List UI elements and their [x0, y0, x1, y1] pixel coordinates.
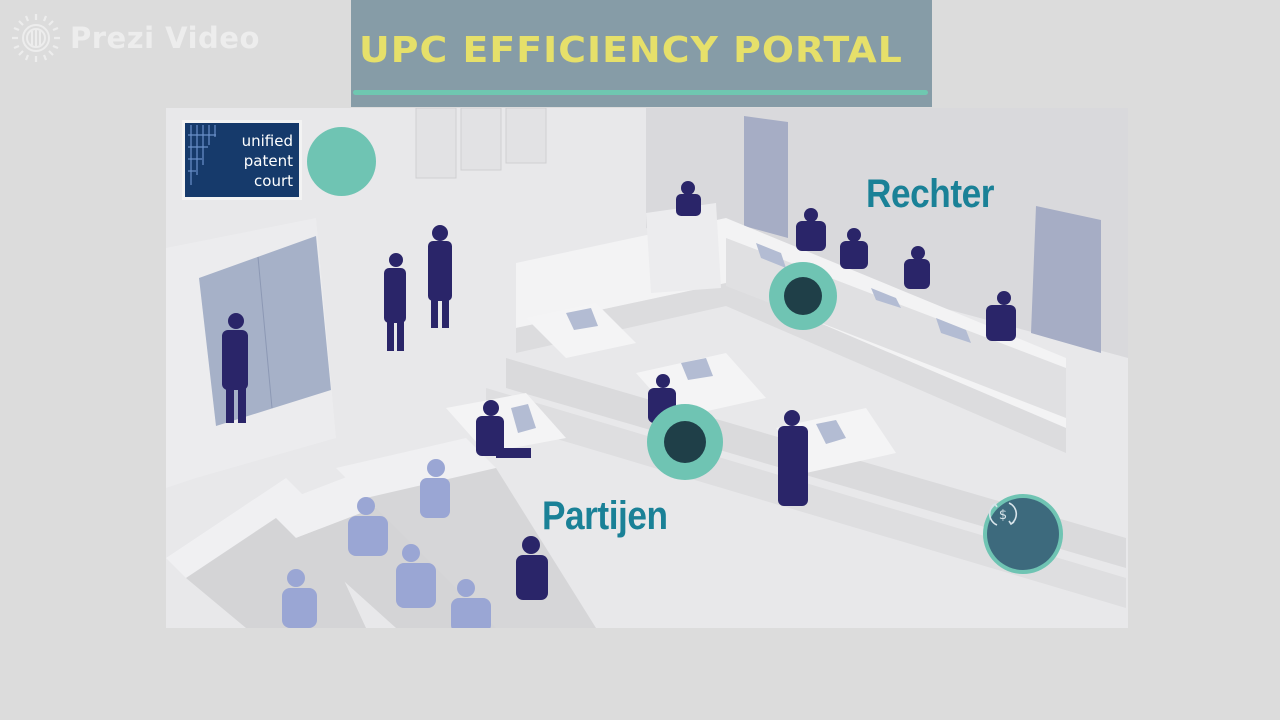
- title-underline: [353, 90, 928, 95]
- page-title: UPC EFFICIENCY PORTAL: [359, 30, 903, 71]
- prezi-video-watermark: Prezi Video: [10, 12, 260, 64]
- teal-circle-decoration: [307, 127, 376, 196]
- upc-logo: unified patent court: [182, 120, 302, 200]
- hotspot-core: [784, 277, 822, 315]
- courtroom-scene: unified patent court Rechter Partijen $: [166, 108, 1128, 628]
- hotspot-core: [664, 421, 706, 463]
- prezi-logo-icon: [12, 14, 60, 62]
- parties-label: Partijen: [542, 494, 668, 538]
- money-exchange-button-core: $: [987, 498, 1059, 570]
- parties-hotspot[interactable]: [647, 404, 723, 480]
- judges-hotspot[interactable]: [769, 262, 837, 330]
- upc-logo-line: court: [254, 172, 293, 190]
- money-exchange-icon: $: [988, 502, 1018, 526]
- watermark-text: Prezi Video: [70, 21, 260, 55]
- upc-logo-line: unified: [241, 132, 293, 150]
- upc-logo-line: patent: [243, 152, 293, 170]
- upc-logo-text: unified patent court: [242, 131, 293, 191]
- title-banner: UPC EFFICIENCY PORTAL: [351, 0, 932, 107]
- courtroom-illustration: [166, 108, 1128, 628]
- money-exchange-button[interactable]: $: [983, 494, 1063, 574]
- judges-label: Rechter: [866, 172, 994, 216]
- upc-grid-icon: [188, 125, 216, 185]
- svg-text:$: $: [999, 508, 1007, 523]
